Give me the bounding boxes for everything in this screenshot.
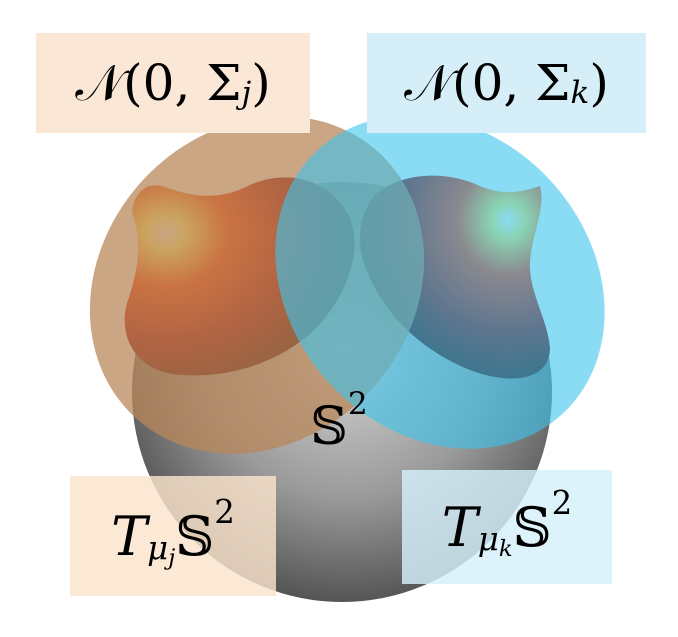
gaussian-j-zero: 0 [142, 54, 175, 112]
gaussian-j-sigma: Σ [206, 54, 242, 112]
tangent-j-power: 2 [214, 492, 235, 531]
sphere-power: 2 [347, 385, 368, 422]
gaussian-j-script: 𝒩 [75, 53, 124, 112]
tangent-k-space: 𝕊 [512, 495, 552, 559]
tangent-space-k-label: T μk 𝕊 2 [402, 470, 612, 584]
gaussian-j-close: ) [251, 54, 271, 112]
sphere-symbol: 𝕊 [310, 397, 348, 457]
gaussian-j-index: j [241, 74, 252, 111]
gaussian-j-open: ( [123, 54, 143, 112]
gaussian-k-comma: , [503, 54, 536, 112]
tangent-space-j-label: T μj 𝕊 2 [70, 476, 276, 596]
gaussian-k-close: ) [589, 54, 609, 112]
tangent-k-power: 2 [551, 483, 573, 522]
gaussian-k-zero: 0 [471, 54, 504, 112]
tangent-j-subscript: μj [147, 529, 175, 571]
tangent-k-mu: μ [477, 520, 499, 559]
gaussian-j-label: 𝒩 ( 0 , Σ j ) [36, 33, 310, 133]
tangent-k-symbol: T [441, 495, 478, 559]
tangent-j-index: j [168, 544, 176, 571]
tangent-k-index: k [498, 535, 513, 562]
tangent-k-subscript: μk [477, 520, 513, 562]
tangent-j-symbol: T [111, 504, 148, 568]
gaussian-k-script: 𝒩 [404, 53, 453, 112]
gaussian-k-index: k [570, 74, 590, 111]
sphere-label: 𝕊 2 [296, 386, 382, 462]
gaussian-k-open: ( [452, 54, 472, 112]
tangent-j-mu: μ [147, 529, 169, 568]
tangent-plane-k [275, 115, 605, 449]
tangent-j-space: 𝕊 [175, 504, 215, 568]
gaussian-k-sigma: Σ [535, 54, 571, 112]
gaussian-k-label: 𝒩 ( 0 , Σ k ) [367, 33, 646, 133]
gaussian-j-comma: , [174, 54, 207, 112]
